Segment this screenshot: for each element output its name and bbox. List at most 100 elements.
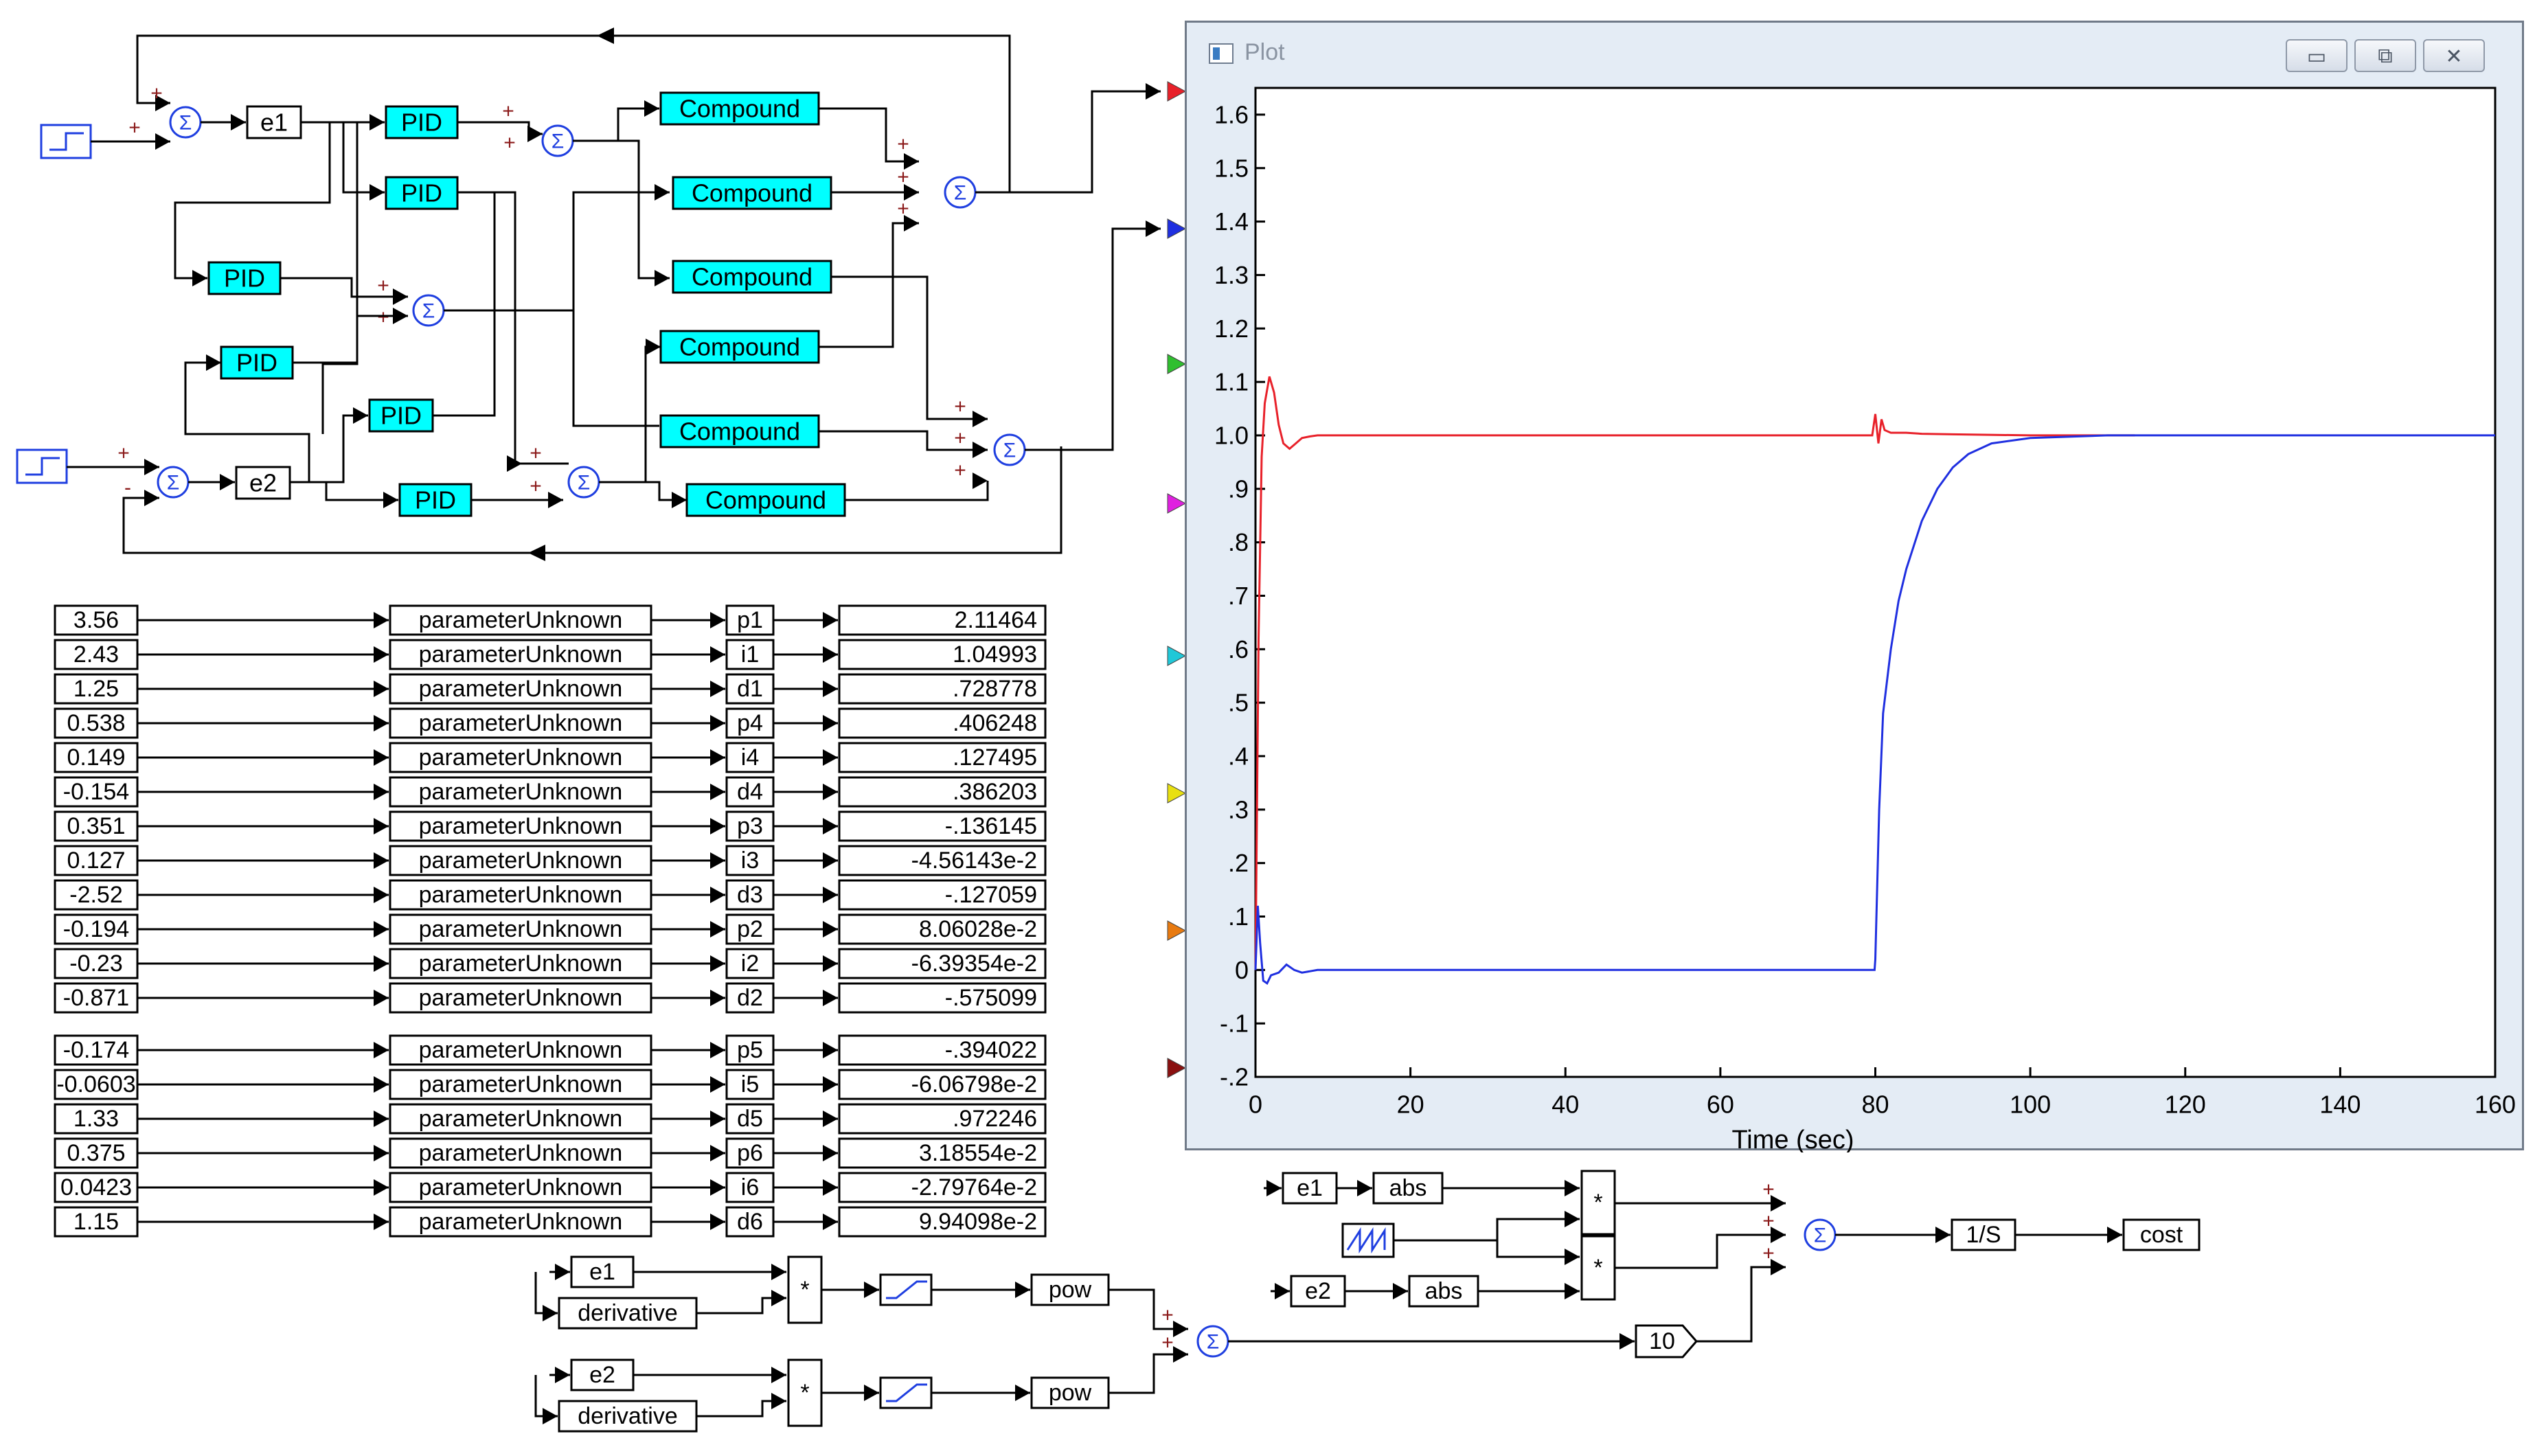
output-connector-6[interactable] <box>1167 783 1187 804</box>
param-name-p6[interactable]: p6 <box>725 1137 775 1169</box>
param-input-i4[interactable]: 0.149 <box>54 742 139 773</box>
deriv-input-e1[interactable]: e1 <box>570 1255 635 1288</box>
param-name-p5[interactable]: p5 <box>725 1034 775 1066</box>
compound-block-3[interactable]: Compound <box>672 260 832 294</box>
cost-output-block[interactable]: cost <box>2122 1218 2201 1251</box>
param-output-p6[interactable]: 3.18554e-2 <box>838 1137 1047 1169</box>
param-name-d1[interactable]: d1 <box>725 673 775 705</box>
sum-block-deriv[interactable]: Σ <box>1196 1325 1229 1358</box>
output-connector-5[interactable] <box>1167 646 1187 666</box>
param-name-p2[interactable]: p2 <box>725 913 775 945</box>
param-output-d2[interactable]: -.575099 <box>838 982 1047 1014</box>
param-name-i1[interactable]: i1 <box>725 639 775 670</box>
sum-block-b[interactable]: Σ <box>412 294 445 327</box>
param-output-p5[interactable]: -.394022 <box>838 1034 1047 1066</box>
parameter-unknown-block-i4[interactable]: parameterUnknown <box>389 742 652 773</box>
parameter-unknown-block-i5[interactable]: parameterUnknown <box>389 1069 652 1100</box>
param-input-d5[interactable]: 1.33 <box>54 1103 139 1135</box>
compound-block-2[interactable]: Compound <box>672 176 832 210</box>
param-output-p2[interactable]: 8.06028e-2 <box>838 913 1047 945</box>
pid-block-2[interactable]: PID <box>385 176 459 210</box>
parameter-unknown-block-p6[interactable]: parameterUnknown <box>389 1137 652 1169</box>
param-input-p6[interactable]: 0.375 <box>54 1137 139 1169</box>
pow-block-1[interactable]: pow <box>1030 1273 1110 1306</box>
param-input-i5[interactable]: -0.0603 <box>54 1069 139 1100</box>
param-output-d6[interactable]: 9.94098e-2 <box>838 1206 1047 1238</box>
output-connector-7[interactable] <box>1167 920 1187 941</box>
param-name-d6[interactable]: d6 <box>725 1206 775 1238</box>
param-output-p3[interactable]: -.136145 <box>838 810 1047 842</box>
output-connector-8[interactable] <box>1167 1058 1187 1078</box>
close-button[interactable]: ✕ <box>2423 39 2485 72</box>
param-name-i2[interactable]: i2 <box>725 948 775 979</box>
parameter-unknown-block-d2[interactable]: parameterUnknown <box>389 982 652 1014</box>
param-input-i1[interactable]: 2.43 <box>54 639 139 670</box>
param-output-d3[interactable]: -.127059 <box>838 879 1047 911</box>
parameter-unknown-block-p5[interactable]: parameterUnknown <box>389 1034 652 1066</box>
minimize-button[interactable]: ▭ <box>2286 39 2348 72</box>
sawtooth-source[interactable] <box>1341 1222 1395 1258</box>
param-input-d6[interactable]: 1.15 <box>54 1206 139 1238</box>
param-input-i3[interactable]: 0.127 <box>54 845 139 876</box>
param-name-d5[interactable]: d5 <box>725 1103 775 1135</box>
sum-block-out-2[interactable]: Σ <box>993 433 1026 466</box>
pid-block-1[interactable]: PID <box>385 105 459 139</box>
parameter-unknown-block-d1[interactable]: parameterUnknown <box>389 673 652 705</box>
param-output-d1[interactable]: .728778 <box>838 673 1047 705</box>
param-name-p3[interactable]: p3 <box>725 810 775 842</box>
param-name-i4[interactable]: i4 <box>725 742 775 773</box>
abs-block-2[interactable]: abs <box>1408 1275 1479 1308</box>
cost-input-e1[interactable]: e1 <box>1282 1172 1338 1205</box>
parameter-unknown-block-i6[interactable]: parameterUnknown <box>389 1172 652 1203</box>
param-input-p5[interactable]: -0.174 <box>54 1034 139 1066</box>
param-output-i2[interactable]: -6.39354e-2 <box>838 948 1047 979</box>
gain-block-frame[interactable] <box>1635 1324 1698 1358</box>
pid-block-5[interactable]: PID <box>368 398 434 433</box>
error-block-e1[interactable]: e1 <box>246 105 302 139</box>
compound-block-5[interactable]: Compound <box>659 414 820 448</box>
parameter-unknown-block-i1[interactable]: parameterUnknown <box>389 639 652 670</box>
output-connector-2[interactable] <box>1167 218 1187 239</box>
output-connector-1[interactable] <box>1167 81 1187 102</box>
output-connector-3[interactable] <box>1167 354 1187 374</box>
parameter-unknown-block-p1[interactable]: parameterUnknown <box>389 604 652 636</box>
param-output-i1[interactable]: 1.04993 <box>838 639 1047 670</box>
multiply-block-3[interactable]: * <box>787 1255 823 1324</box>
sum-block-c[interactable]: Σ <box>567 466 600 499</box>
cost-input-e2[interactable]: e2 <box>1290 1275 1346 1308</box>
param-output-p1[interactable]: 2.11464 <box>838 604 1047 636</box>
maximize-button[interactable]: ⧉ <box>2354 39 2416 72</box>
multiply-block-1[interactable]: * <box>1580 1170 1616 1236</box>
param-input-d2[interactable]: -0.871 <box>54 982 139 1014</box>
param-input-p2[interactable]: -0.194 <box>54 913 139 945</box>
pid-block-6[interactable]: PID <box>398 483 473 517</box>
param-output-d4[interactable]: .386203 <box>838 776 1047 808</box>
param-input-d1[interactable]: 1.25 <box>54 673 139 705</box>
derivative-block-2[interactable]: derivative <box>558 1400 698 1433</box>
param-input-d3[interactable]: -2.52 <box>54 879 139 911</box>
pid-block-3[interactable]: PID <box>207 261 282 295</box>
parameter-unknown-block-d4[interactable]: parameterUnknown <box>389 776 652 808</box>
param-output-i5[interactable]: -6.06798e-2 <box>838 1069 1047 1100</box>
param-name-d4[interactable]: d4 <box>725 776 775 808</box>
error-block-e2[interactable]: e2 <box>235 466 291 500</box>
param-output-d5[interactable]: .972246 <box>838 1103 1047 1135</box>
output-connector-4[interactable] <box>1167 493 1187 514</box>
derivative-block-1[interactable]: derivative <box>558 1297 698 1330</box>
param-name-i5[interactable]: i5 <box>725 1069 775 1100</box>
param-name-d2[interactable]: d2 <box>725 982 775 1014</box>
pow-block-2[interactable]: pow <box>1030 1376 1110 1409</box>
integrator-block[interactable]: 1/S <box>1951 1218 2016 1251</box>
step-source-2[interactable] <box>16 448 68 484</box>
compound-block-6[interactable]: Compound <box>685 483 846 517</box>
parameter-unknown-block-d3[interactable]: parameterUnknown <box>389 879 652 911</box>
parameter-unknown-block-i2[interactable]: parameterUnknown <box>389 948 652 979</box>
param-name-i3[interactable]: i3 <box>725 845 775 876</box>
compound-block-4[interactable]: Compound <box>659 330 820 364</box>
deriv-input-e2[interactable]: e2 <box>570 1358 635 1391</box>
parameter-unknown-block-d5[interactable]: parameterUnknown <box>389 1103 652 1135</box>
param-output-i3[interactable]: -4.56143e-2 <box>838 845 1047 876</box>
sum-block-out-1[interactable]: Σ <box>944 176 977 209</box>
param-input-p1[interactable]: 3.56 <box>54 604 139 636</box>
